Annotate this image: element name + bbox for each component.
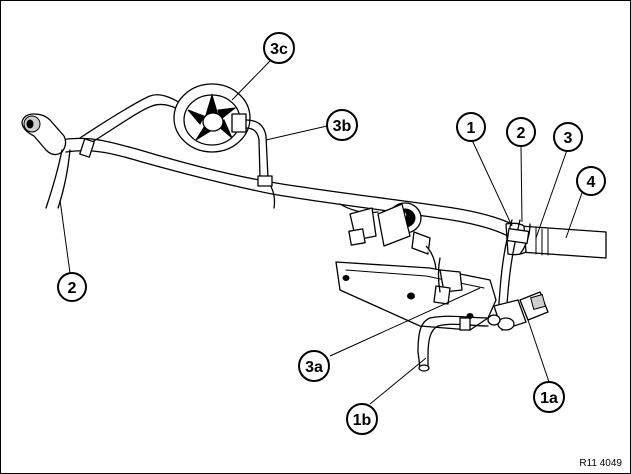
diaphragm-unit xyxy=(173,83,273,187)
leader-lines xyxy=(59,60,584,405)
callout-2-left: 2 xyxy=(57,272,87,302)
callout-3c-label: 3c xyxy=(270,41,288,58)
callout-3b-label: 3b xyxy=(333,118,352,135)
left-connector xyxy=(21,113,95,209)
callout-3a: 3a xyxy=(298,350,330,382)
callout-2-left-label: 2 xyxy=(68,280,77,297)
callout-1a: 1a xyxy=(533,381,565,413)
callout-3-label: 3 xyxy=(564,130,573,147)
callout-1b: 1b xyxy=(346,403,378,435)
callout-3b: 3b xyxy=(326,109,358,141)
callout-1a-label: 1a xyxy=(540,390,558,407)
callout-3: 3 xyxy=(553,122,583,152)
callout-3c: 3c xyxy=(263,32,295,64)
hose-bundle xyxy=(59,94,513,237)
lower-valve-block xyxy=(487,291,549,331)
callout-2-right-label: 2 xyxy=(517,125,526,142)
callout-1-label: 1 xyxy=(467,120,476,137)
central-valve xyxy=(339,202,437,273)
reference-number: R11 4049 xyxy=(579,458,622,469)
hose-1b xyxy=(417,315,489,372)
callout-3a-label: 3a xyxy=(305,359,323,376)
callout-2-right: 2 xyxy=(506,117,536,147)
main-pipe xyxy=(505,222,607,259)
callout-1: 1 xyxy=(456,112,486,142)
mounting-bracket xyxy=(335,261,497,331)
callout-4: 4 xyxy=(576,166,606,196)
callout-1b-label: 1b xyxy=(353,412,372,429)
callout-4-label: 4 xyxy=(587,174,596,191)
vertical-hoses xyxy=(437,219,531,317)
